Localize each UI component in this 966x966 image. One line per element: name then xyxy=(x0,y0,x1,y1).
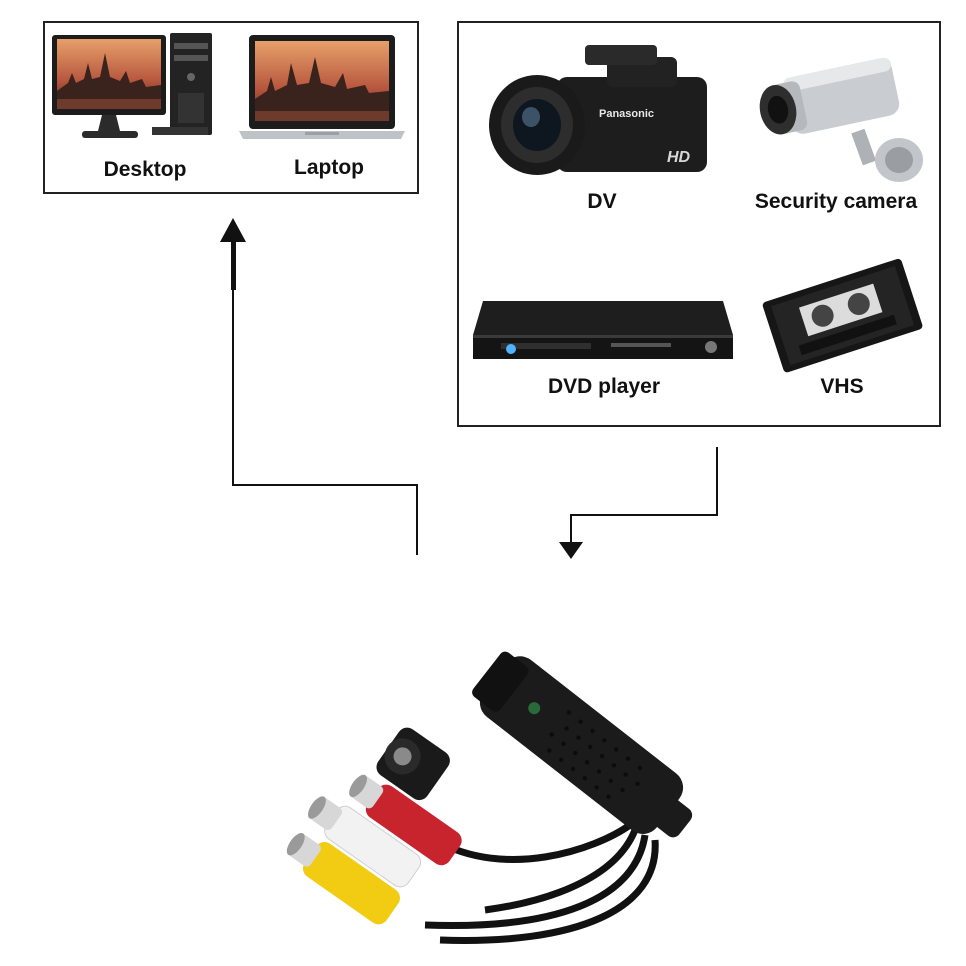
rca-white-connector xyxy=(307,796,422,888)
camcorder-hd-mark: HD xyxy=(667,149,691,166)
laptop-label: Laptop xyxy=(294,156,364,179)
video-sources-panel: Panasonic HD DV Security camera DVD play… xyxy=(457,21,941,427)
output-arrow-shaft xyxy=(231,238,236,290)
computers-panel: Desktop Laptop xyxy=(43,21,419,194)
vhs-label: VHS xyxy=(820,375,864,398)
dvd-player-label: DVD player xyxy=(547,375,661,398)
down-arrow-icon xyxy=(559,542,583,559)
dv-label: DV xyxy=(587,190,617,213)
output-path-line xyxy=(232,250,418,555)
rca-red-connector xyxy=(349,774,462,866)
laptop-icon xyxy=(239,35,405,139)
security-camera-icon xyxy=(759,57,923,182)
up-arrow-icon xyxy=(220,218,246,242)
desktop-computer-icon xyxy=(52,33,212,138)
rca-yellow-connector xyxy=(286,832,400,925)
s-video-connector xyxy=(376,727,450,801)
vhs-tape-icon xyxy=(762,258,923,373)
camcorder-icon: Panasonic HD xyxy=(489,45,707,175)
security-camera-label: Security camera xyxy=(754,190,918,213)
input-path-line xyxy=(570,447,718,545)
desktop-label: Desktop xyxy=(103,158,187,181)
dvd-player-icon xyxy=(473,301,733,359)
camcorder-brand: Panasonic xyxy=(599,108,654,120)
usb-video-capture-dongle xyxy=(286,651,693,944)
